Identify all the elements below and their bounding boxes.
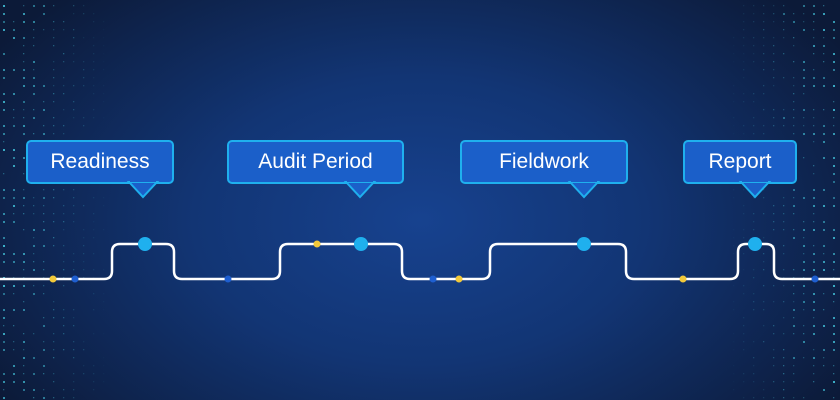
- timeline-path: [0, 244, 840, 279]
- phase-label-audit-period: Audit Period: [227, 140, 404, 184]
- yellow-dot: [50, 276, 57, 283]
- milestone-dot: [577, 237, 591, 251]
- blue-dot: [225, 276, 232, 283]
- phase-label-fieldwork: Fieldwork: [460, 140, 628, 184]
- milestone-dot: [748, 237, 762, 251]
- yellow-dot: [680, 276, 687, 283]
- yellow-dot: [314, 241, 321, 248]
- phase-label-readiness: Readiness: [26, 140, 174, 184]
- blue-dot: [72, 276, 79, 283]
- phase-label-report: Report: [683, 140, 797, 184]
- blue-dot: [812, 276, 819, 283]
- yellow-dot: [456, 276, 463, 283]
- milestone-dot: [354, 237, 368, 251]
- milestone-dot: [138, 237, 152, 251]
- blue-dot: [430, 276, 437, 283]
